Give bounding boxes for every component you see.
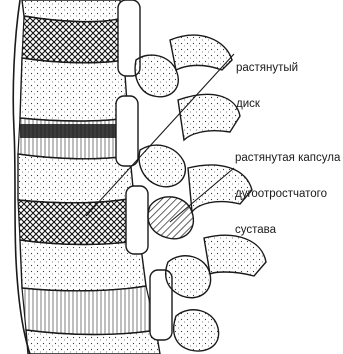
stretched-disc-label-line-1: растянутый: [236, 62, 298, 74]
spinous-process-1: [170, 35, 232, 70]
stretched-disc-label-line-2: диск: [236, 98, 298, 110]
facet-1: [135, 55, 178, 97]
stretched-capsule-label-line-1: растянутая капсула: [235, 152, 340, 164]
facet-5: [174, 310, 219, 351]
stretched-capsule-label-line-3: сустава: [235, 224, 340, 236]
stretched-capsule-label: растянутая капсула дугоотростчатого суст…: [235, 128, 340, 260]
facet-capsule-stretched: [148, 197, 193, 239]
pedicle-3: [126, 186, 148, 254]
disc-shadow: [20, 124, 124, 138]
stretched-capsule-label-line-2: дугоотростчатого: [235, 188, 340, 200]
disc-4: [22, 286, 156, 335]
disc-3-stretched: [18, 198, 140, 245]
facet-2: [139, 145, 185, 187]
disc-1: [22, 16, 124, 63]
pedicle-2: [116, 96, 138, 166]
vertebra-2: [20, 58, 128, 121]
stretched-disc-label: растянутый диск: [236, 38, 298, 134]
spinous-process-2: [178, 94, 240, 140]
